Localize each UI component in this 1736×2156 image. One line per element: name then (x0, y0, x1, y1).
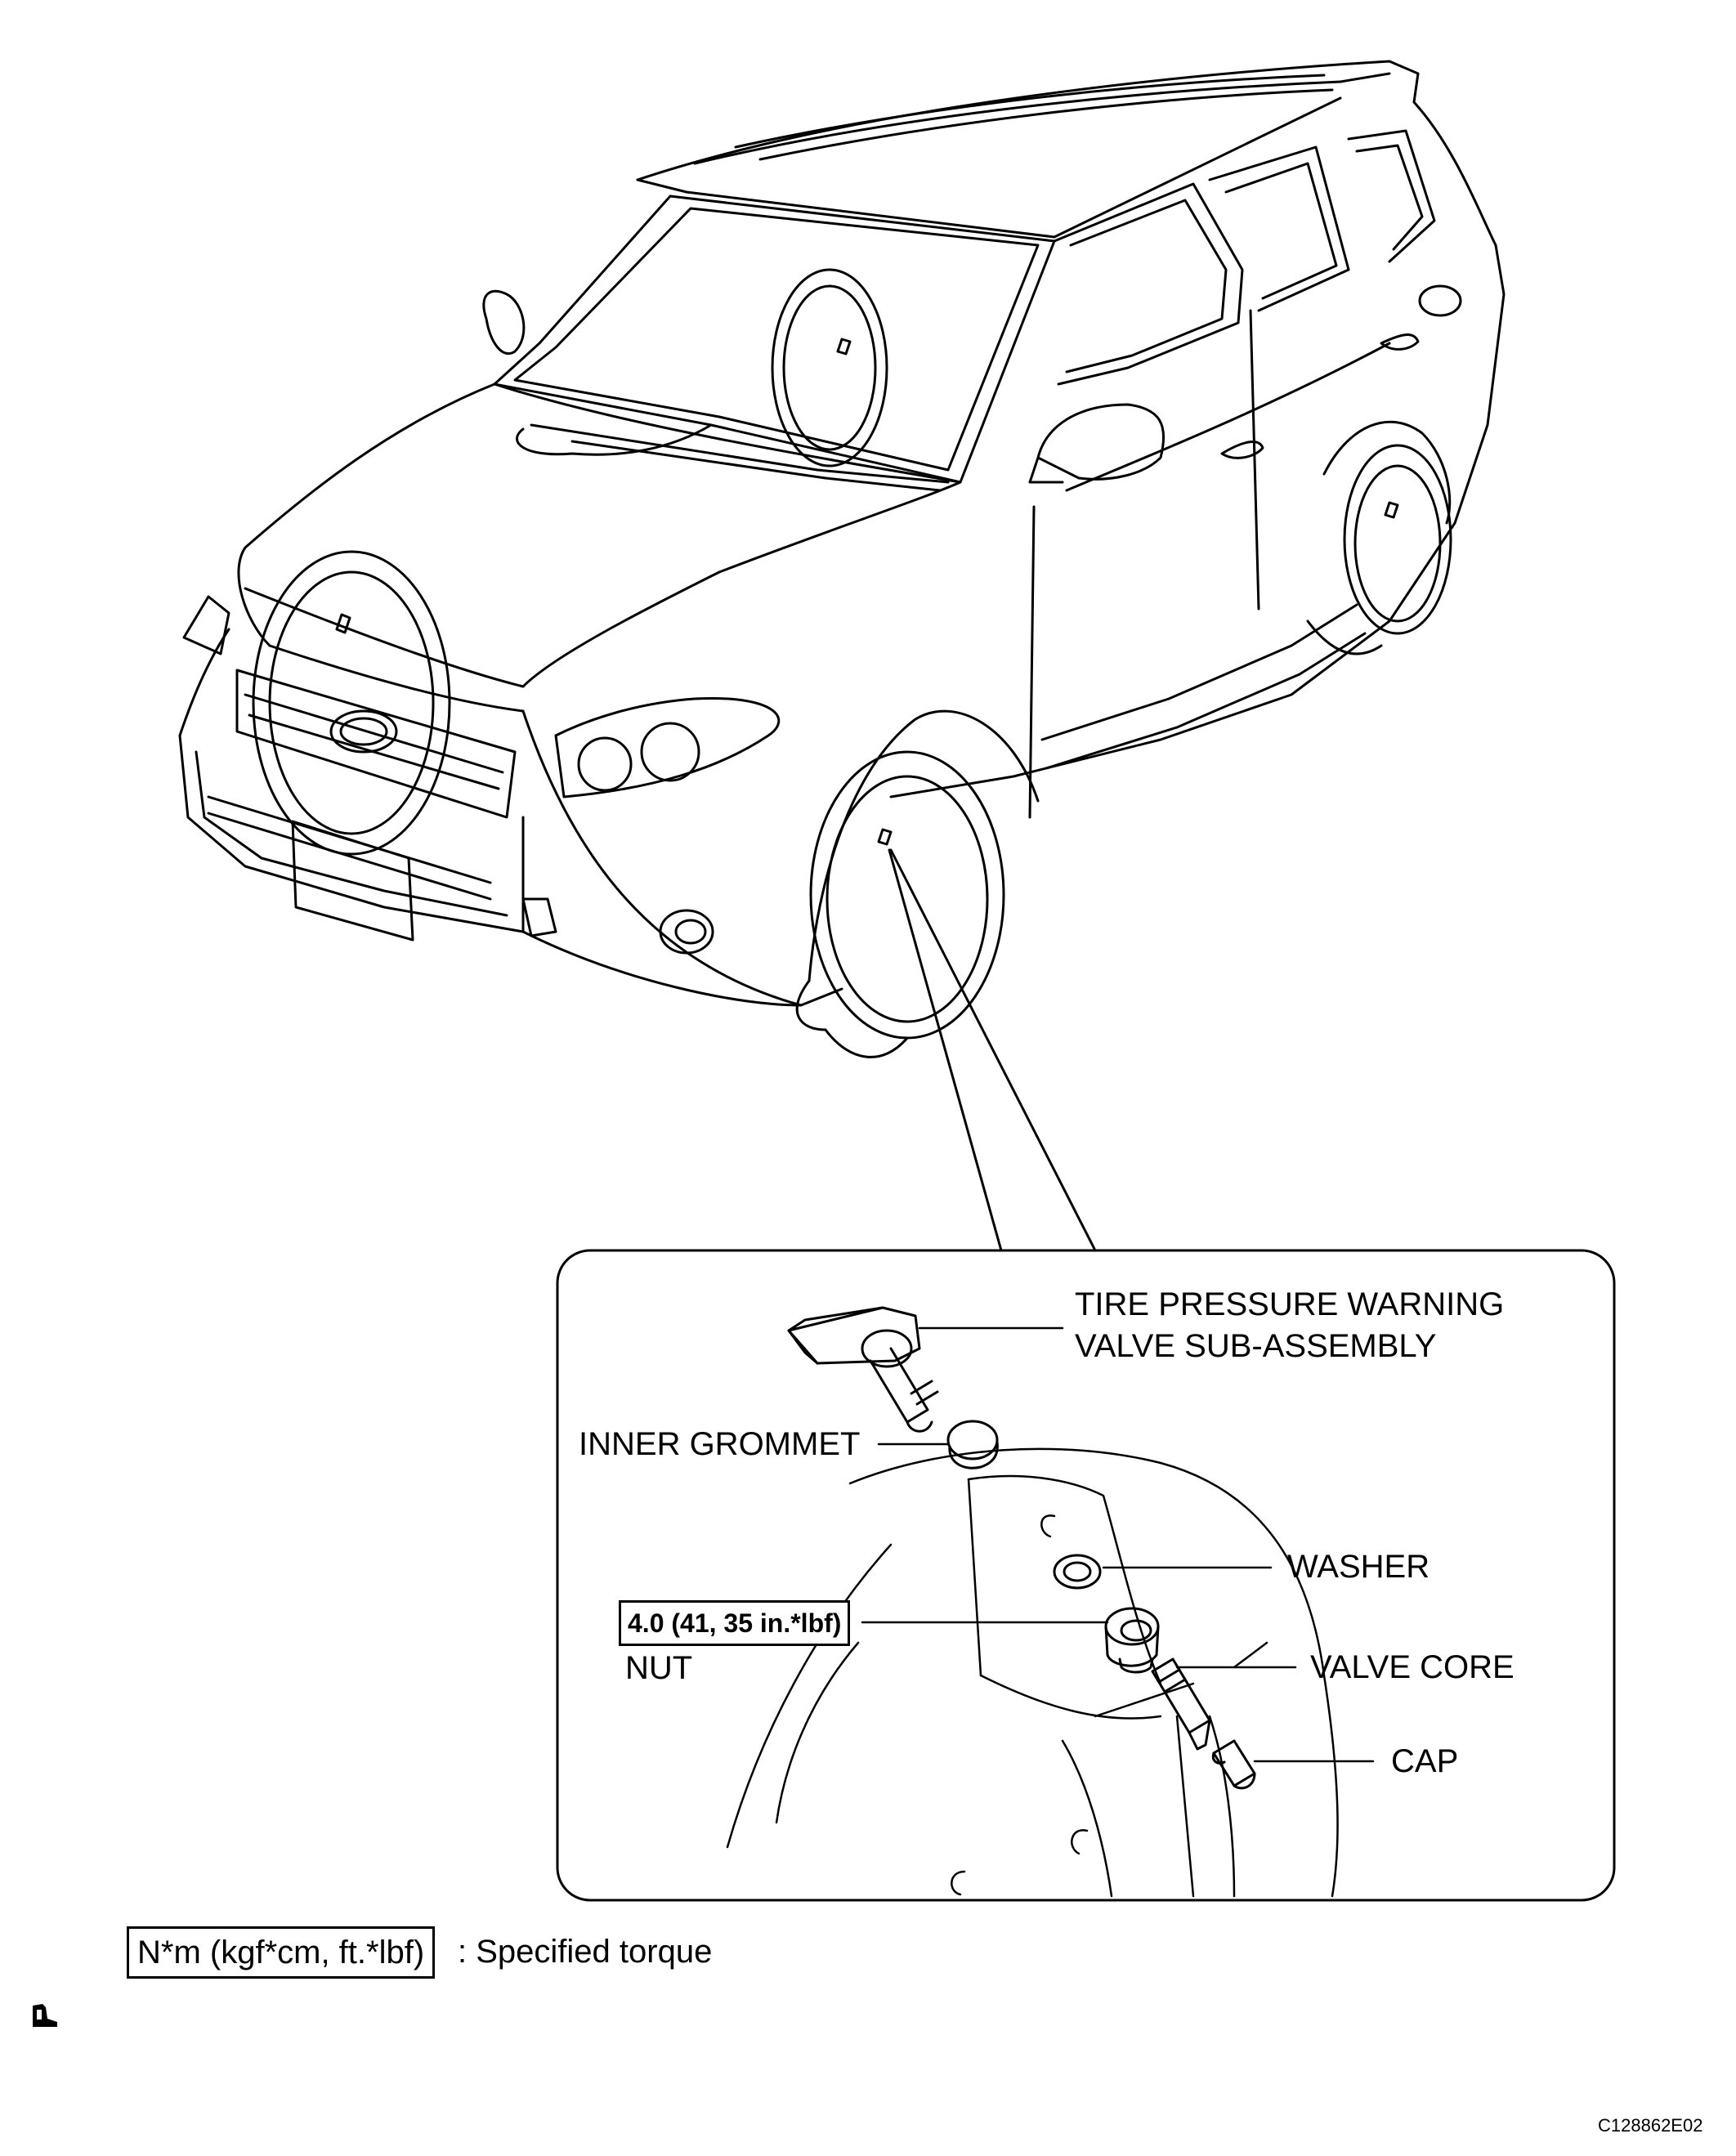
torque-legend-description: : Specified torque (458, 1934, 713, 1970)
torque-unit-legend-box: N*m (kgf*cm, ft.*lbf) (127, 1926, 436, 1979)
valve-core-label: VALVE CORE (1310, 1649, 1515, 1685)
valve-core-part (1151, 1657, 1211, 1751)
detail-leader-lines (888, 848, 1097, 1252)
detail-panel (556, 1249, 1616, 1902)
washer-part (1053, 1554, 1102, 1590)
nut-part (1104, 1607, 1160, 1674)
tire-pressure-warning-valve-part (787, 1306, 939, 1433)
cap-part (1211, 1739, 1256, 1790)
nut-label: NUT (625, 1650, 693, 1686)
vehicle-illustration (178, 60, 1506, 1058)
washer-label: WASHER (1287, 1549, 1430, 1585)
wheel-rim-detail (726, 1447, 1339, 1898)
tpw-valve-label-line1: TIRE PRESSURE WARNING (1075, 1286, 1505, 1322)
cap-label: CAP (1391, 1743, 1459, 1779)
callout-lines (861, 1326, 1375, 1763)
tpw-valve-label-line2: VALVE SUB-ASSEMBLY (1075, 1328, 1437, 1364)
reference-mark-icon (33, 2004, 57, 2027)
nut-torque-spec: 4.0 (41, 35 in.*lbf) (619, 1600, 851, 1646)
inner-grommet-label: INNER GROMMET (579, 1426, 861, 1462)
figure-id: C128862E02 (1598, 2115, 1703, 2136)
inner-grommet-part (946, 1420, 999, 1469)
